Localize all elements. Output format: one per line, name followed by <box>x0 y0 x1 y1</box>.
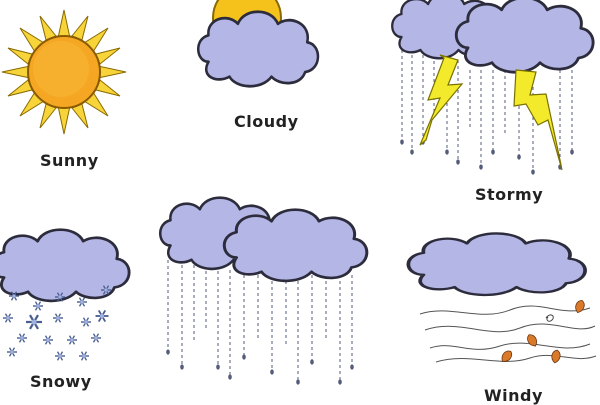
label-snowy: Snowy <box>30 372 92 391</box>
snowy-icon <box>0 228 131 361</box>
cloud-icon <box>454 0 595 74</box>
lightning-icon <box>419 54 563 171</box>
label-stormy: Stormy <box>475 185 544 204</box>
cloud-icon <box>406 231 587 297</box>
cloudy-icon <box>196 0 320 88</box>
rainy-icon <box>158 196 369 385</box>
wind-icon <box>419 305 597 363</box>
windy-icon <box>406 231 597 365</box>
label-windy: Windy <box>484 386 543 405</box>
cloud-icon <box>196 10 320 88</box>
rain-icon <box>167 260 353 380</box>
label-sunny: Sunny <box>40 151 99 170</box>
sun-icon <box>1 9 127 135</box>
label-cloudy: Cloudy <box>234 112 299 131</box>
stormy-icon <box>391 0 595 175</box>
cloud-icon <box>222 208 369 283</box>
